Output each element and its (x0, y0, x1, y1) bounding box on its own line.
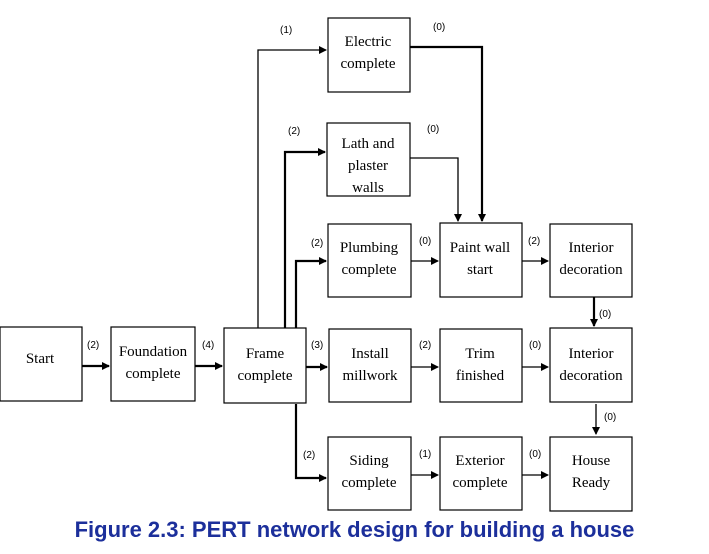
edge-label-siding-exterior: (1) (419, 449, 431, 460)
edge-frame-lath (283, 148, 326, 328)
node-label-line: Trim (465, 346, 495, 362)
node-lath-and-plaster-walls: Lath and plaster walls (326, 122, 411, 197)
node-label-line: Install (351, 346, 389, 362)
node-label-line: Frame (246, 346, 285, 362)
edge-label-frame-millwork: (3) (311, 340, 323, 351)
edge-label-frame-electric: (1) (280, 25, 292, 36)
node-label-line: Lath and (342, 136, 395, 152)
svg-text:Start: Start (26, 351, 55, 367)
node-label-line: finished (456, 368, 505, 384)
node-foundation-complete: Foundation complete (110, 326, 196, 402)
node-label-line: Paint wall (450, 240, 510, 256)
node-label-line: Foundation (119, 344, 188, 360)
node-start: Start (0, 326, 83, 402)
node-label-line: Interior (569, 240, 614, 256)
edge-label-trim-interior2: (0) (529, 340, 541, 351)
node-label-line: complete (453, 475, 508, 491)
node-label-line: Start (26, 351, 55, 367)
node-label-line: Exterior (455, 453, 504, 469)
edge-frame-plumbing (294, 257, 327, 328)
node-interior-decoration-1: Interior decoration (549, 223, 633, 298)
node-electric-complete: Electric complete (327, 17, 411, 93)
figure-caption: Figure 2.3: PERT network design for buil… (74, 517, 635, 542)
edge-label-plumbing-paint: (0) (419, 236, 431, 247)
edge-label-frame-siding: (2) (303, 450, 315, 461)
node-label-line: complete (341, 56, 396, 72)
node-interior-decoration-2: Interior decoration (549, 327, 633, 403)
node-frame-complete: Frame complete (223, 327, 307, 404)
node-label-line: Siding (349, 453, 389, 469)
node-siding-complete: Siding complete (327, 436, 412, 511)
edge-frame-siding (294, 404, 327, 482)
edge-label-lath-paint: (0) (427, 124, 439, 135)
edge-label-foundation-frame: (4) (202, 340, 214, 351)
node-label-line: House (572, 453, 611, 469)
node-label-line: complete (126, 366, 181, 382)
node-label-line: complete (342, 475, 397, 491)
node-plumbing-complete: Plumbing complete (327, 223, 412, 298)
edge-label-exterior-house: (0) (529, 449, 541, 460)
node-label-line: Ready (572, 475, 611, 491)
edge-label-start-foundation: (2) (87, 340, 99, 351)
edge-label-millwork-trim: (2) (419, 340, 431, 351)
node-label-line: decoration (559, 262, 623, 278)
edge-lath-paint (410, 157, 462, 222)
node-label-line: start (467, 262, 494, 278)
node-label-line: millwork (343, 368, 398, 384)
edge-label-frame-plumbing: (2) (311, 238, 323, 249)
edge-label-paint-interior1: (2) (528, 236, 540, 247)
node-install-millwork: Install millwork (328, 328, 412, 403)
node-label-line: walls (352, 180, 384, 196)
node-label-line: decoration (559, 368, 623, 384)
edge-label-interior1-interior2: (0) (599, 309, 611, 320)
node-paint-wall-start: Paint wall start (439, 222, 523, 298)
node-label-line: Interior (569, 346, 614, 362)
node-exterior-complete: Exterior complete (439, 436, 523, 511)
node-label-line: Electric (345, 34, 392, 50)
edge-electric-paint (410, 45, 486, 222)
node-label-line: complete (342, 262, 397, 278)
edge-label-interior2-house: (0) (604, 412, 616, 423)
edge-frame-electric (257, 46, 327, 328)
node-label-line: complete (238, 368, 293, 384)
node-label-line: plaster (348, 158, 388, 174)
edge-label-frame-lath: (2) (288, 126, 300, 137)
node-trim-finished: Trim finished (439, 328, 523, 403)
edge-label-electric-paint: (0) (433, 22, 445, 33)
node-label-line: Plumbing (340, 240, 399, 256)
